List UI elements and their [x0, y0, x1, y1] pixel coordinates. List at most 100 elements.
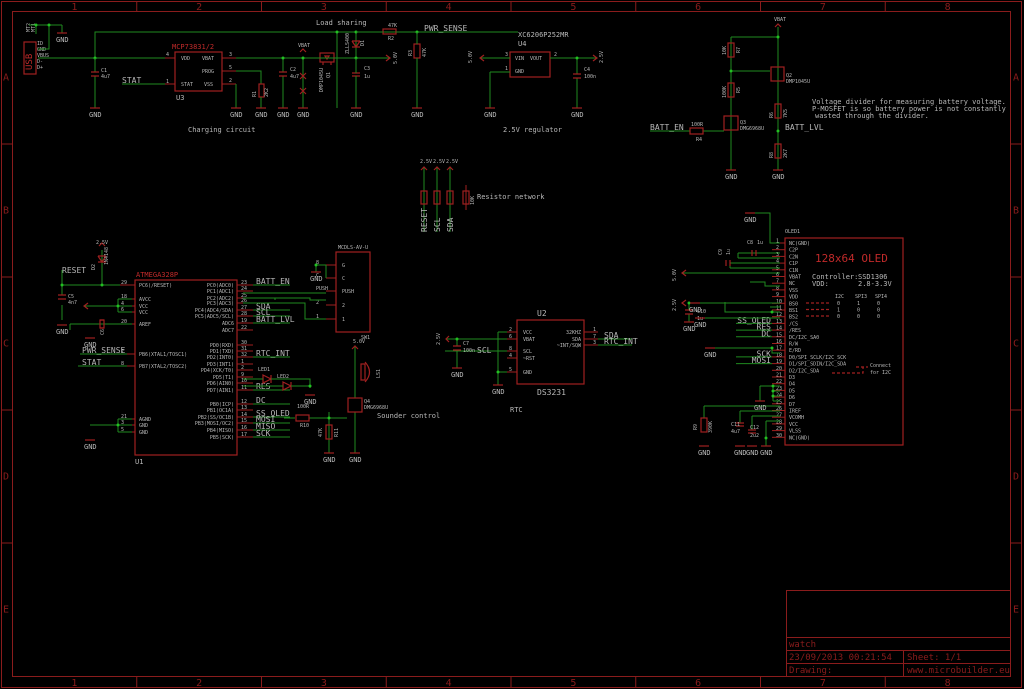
mcu-net-label: STAT	[82, 358, 101, 367]
r11-value: 47K	[318, 428, 324, 437]
r5-value: 100K	[722, 86, 728, 98]
mcu-pin-number: 13	[241, 405, 247, 411]
oled-pin-number: 11	[776, 306, 782, 312]
mcu-atmega328p[interactable]	[134, 279, 238, 456]
oled-pin-name: BS0	[789, 301, 798, 307]
q3-ref: Q3	[740, 120, 746, 126]
c1-value: 4u7	[101, 74, 110, 80]
mcu-pin-name: ADC7	[222, 328, 234, 334]
mcu-net-label: MISO	[256, 422, 275, 431]
mcu-pin-name: PB5(SCK)	[210, 435, 234, 441]
oled-pin-number: 16	[776, 339, 782, 345]
r1-ref: R1	[252, 91, 258, 97]
oled-display[interactable]	[784, 237, 904, 446]
oled-pin-number: 15	[776, 332, 782, 338]
rtc-pin-number: 5	[509, 367, 512, 373]
mcu-pin-name: AVCC	[139, 297, 151, 303]
rtc-pin-number: 3	[593, 340, 596, 346]
mcu-net-label: SDA	[256, 302, 271, 311]
oled-pin-number: 17	[776, 346, 782, 352]
switch-pin-name: PUSH	[342, 289, 354, 295]
c4-value: 100n	[584, 74, 596, 80]
rtc-pin-name: ~RST	[523, 356, 535, 362]
mode-value: 0	[837, 301, 840, 307]
charger-ic[interactable]: MCP73831/2 U3 VDD STAT VBAT PROG VSS 4 1…	[166, 43, 232, 102]
gnd-label: GND	[492, 388, 505, 396]
usb-label: USB	[25, 54, 35, 70]
gnd-label: GND	[411, 111, 424, 119]
mcu-pin-number: 11	[241, 385, 247, 391]
q4-ref: Q4	[364, 399, 370, 405]
mcu-pin-number: 25	[241, 293, 247, 299]
mcu-pin-number: 18	[121, 294, 127, 300]
r8-ref: R8	[769, 152, 775, 158]
net-label-stat: STAT	[122, 76, 141, 85]
c3-value: 1u	[364, 74, 370, 80]
note-line: wasted through the divider.	[815, 112, 929, 120]
mcu-pin-name: PB0(ICP)	[210, 402, 234, 408]
r4-value: 100R	[691, 122, 704, 128]
gnd-symbol: GND	[744, 212, 757, 224]
gnd-label: GND	[694, 321, 707, 329]
mcu-net-label: SCL	[256, 308, 271, 317]
oled-pin-number: 22	[776, 379, 782, 385]
mcu-pin-number: 22	[241, 325, 247, 331]
c6-ref: C6	[100, 329, 106, 335]
rtc-ds3231[interactable]	[516, 319, 585, 385]
mcu-pin-name: PB4(MISO)	[207, 428, 234, 434]
oled-pin-number: 21	[776, 373, 782, 379]
oled-pin-number: 6	[776, 272, 779, 278]
oled-pin-number: 20	[776, 366, 782, 372]
rtc-net-label: RTC_INT	[604, 337, 638, 346]
switch-pin-number: 1	[316, 314, 319, 320]
oled-pin-name: VSS	[789, 288, 798, 294]
mcu-pin-number: 24	[241, 286, 247, 292]
mode-value: 1	[857, 301, 860, 307]
mcu-net-label: DC	[256, 396, 266, 405]
gnd-label: GND	[350, 111, 363, 119]
column-marker-top: 6	[695, 2, 701, 13]
gnd-symbol: GND	[310, 271, 323, 283]
mode-value: 0	[857, 314, 860, 320]
row-marker-right: B	[1013, 206, 1019, 217]
regulator-ic[interactable]: VIN VOUT GND 3 2 1	[505, 51, 557, 78]
rtc-pin-name: VCC	[523, 330, 532, 336]
caption-load-sharing: Load sharing	[316, 19, 367, 27]
row-marker-left: C	[3, 339, 9, 350]
oled-pin-number: 10	[776, 299, 782, 305]
mcu-pin-number: 4	[121, 301, 124, 307]
mcu-pin-name: PD0(RXD)	[210, 343, 234, 349]
switch-sw1[interactable]	[335, 251, 371, 333]
gnd-symbol: GND	[89, 107, 102, 119]
resistor-network[interactable]	[420, 166, 470, 232]
mcu-pin-number: 20	[121, 319, 127, 325]
pin-number: 1	[505, 66, 508, 72]
column-marker-top: 3	[321, 2, 327, 13]
oled-pin-name: VLSS	[789, 429, 801, 435]
switch-part: MCDLS-AV-U	[338, 245, 368, 251]
mcu-pin-number: 27	[241, 305, 247, 311]
mcu-pin-name: PC1(ADC1)	[207, 289, 234, 295]
mcu-pin-number: 5	[121, 427, 124, 433]
mcu-pin-name: PB1(OC1A)	[207, 408, 234, 414]
c11-value: 4u7	[731, 429, 740, 435]
mcu-pin-number: 26	[241, 298, 247, 304]
oled-vdd: 2.8-3.3V	[858, 280, 893, 288]
rtc-pin-number: 7	[593, 334, 596, 340]
oled-ref: OLED1	[785, 229, 800, 235]
switch-pin-name: G	[342, 263, 345, 269]
row-marker-right: A	[1013, 73, 1019, 84]
oled-pin-name: D4	[789, 382, 795, 388]
pin-name: VOUT	[530, 56, 542, 62]
q1-mosfet[interactable]	[319, 52, 335, 65]
note-line: Voltage divider for measuring battery vo…	[812, 98, 1006, 106]
usb-connector[interactable]: USB MT2 MT1 ID GND VBUS D- D+	[23, 23, 49, 75]
net-label-sda: SDA	[446, 217, 455, 232]
column-marker-bottom: 6	[695, 678, 701, 689]
d2-ref: D2	[91, 264, 97, 270]
oled-title: 128x64 OLED	[815, 252, 888, 265]
q1-value: DMP1045U	[319, 68, 325, 92]
column-marker-top: 4	[446, 2, 452, 13]
gnd-symbol: GND	[84, 439, 97, 451]
